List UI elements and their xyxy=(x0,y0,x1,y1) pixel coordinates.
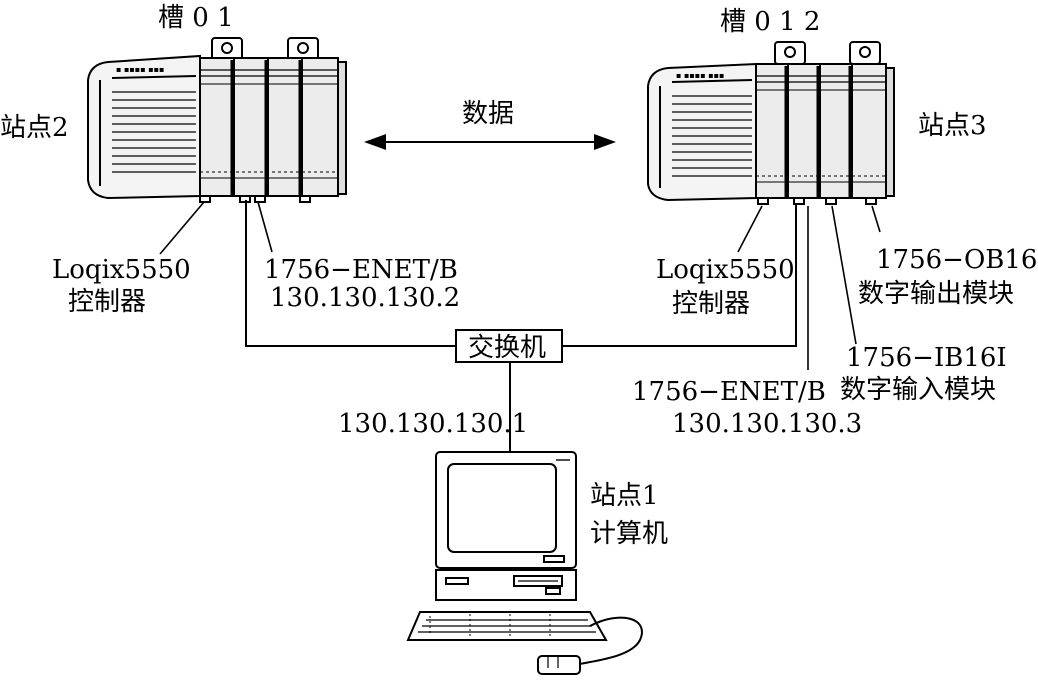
left-enet-model: 1756−ENET/B xyxy=(264,255,458,285)
right-controller-model: Loqix5550 xyxy=(656,255,795,285)
station2-chassis: ▪ ▪▪▪▪ ▪▪▪ xyxy=(87,37,347,203)
right-enet-model: 1756−ENET/B xyxy=(632,377,826,407)
switch-box xyxy=(455,329,563,363)
station1-computer xyxy=(406,451,643,675)
computer-label: 计算机 xyxy=(590,519,668,549)
leader-lines xyxy=(159,201,881,370)
right-enet-ip: 130.130.130.3 xyxy=(672,409,862,439)
ib16i-desc: 数字输入模块 xyxy=(840,375,996,405)
right-controller-desc: 控制器 xyxy=(672,289,750,319)
station1-label: 站点1 xyxy=(590,481,659,511)
left-controller-model: Loqix5550 xyxy=(52,255,191,285)
ob16i-desc: 数字输出模块 xyxy=(858,279,1014,309)
data-arrow-label: 数据 xyxy=(462,99,514,129)
slots-label-left: 槽 0 1 xyxy=(158,3,234,33)
station3-label: 站点3 xyxy=(918,111,987,141)
left-enet-ip: 130.130.130.2 xyxy=(270,283,460,313)
data-exchange-arrow xyxy=(364,134,616,150)
switch-ip: 130.130.130.1 xyxy=(338,409,528,439)
network-cables xyxy=(245,200,797,452)
svg-text:▪ ▪▪▪▪ ▪▪▪: ▪ ▪▪▪▪ ▪▪▪ xyxy=(116,65,164,74)
station3-chassis: ▪ ▪▪▪▪ ▪▪▪ xyxy=(647,41,895,205)
slots-label-right: 槽 0 1 2 xyxy=(720,7,820,37)
ob16i-model: 1756−OB16I xyxy=(876,245,1038,275)
left-controller-desc: 控制器 xyxy=(68,287,146,317)
ib16i-model: 1756−IB16I xyxy=(846,343,1007,373)
svg-text:▪ ▪▪▪▪ ▪▪▪: ▪ ▪▪▪▪ ▪▪▪ xyxy=(676,71,724,80)
switch-label: 交换机 xyxy=(468,333,546,363)
station2-label: 站点2 xyxy=(0,113,69,143)
